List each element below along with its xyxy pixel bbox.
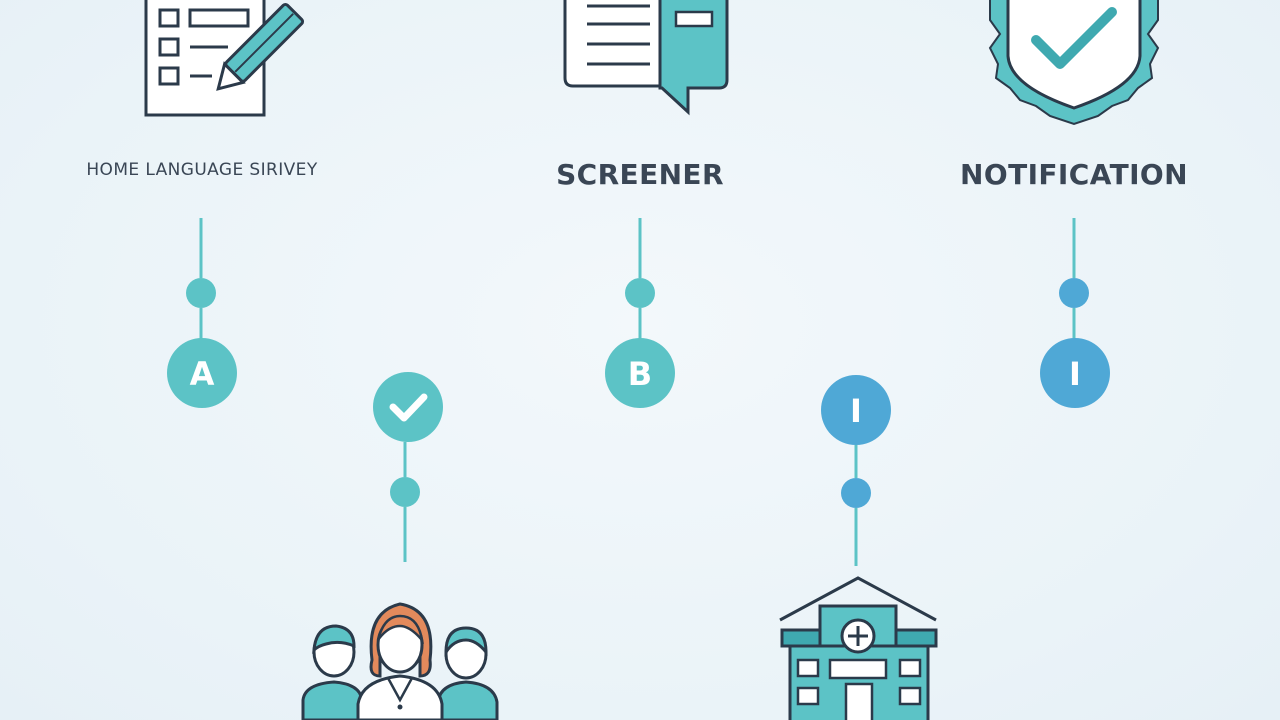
checkmark-icon [389,393,428,422]
school-connector-dot [841,478,871,508]
screener-step-label: SCREENER [556,158,724,191]
survey-step-label: HOME LANGUAGE SIRIVEY [86,160,318,180]
school-step-badge: I [821,375,891,445]
survey-step-badge: A [167,338,237,408]
survey-badge-letter: A [190,355,215,393]
survey-form-pencil-icon [144,0,305,117]
document-bookmark-icon [563,0,729,116]
screener-badge-letter: B [628,355,652,393]
notification-step-badge: I [1040,338,1110,408]
screener-step-badge: B [605,338,675,408]
notification-badge-letter: I [1069,355,1081,393]
notification-connector [1059,218,1089,340]
shield-check-icon [988,0,1160,126]
family-check-badge [373,372,443,442]
family-connector-dot [390,477,420,507]
school-badge-letter: I [850,392,862,430]
school-connector [841,445,871,566]
family-group-icon [301,602,499,720]
survey-connector [186,218,216,340]
screener-connector [625,218,655,340]
school-building-icon [779,576,938,720]
notification-step-label: NOTIFICATION [960,158,1188,191]
family-connector [390,442,420,562]
notification-connector-dot [1059,278,1089,308]
survey-connector-dot [186,278,216,308]
screener-connector-dot [625,278,655,308]
